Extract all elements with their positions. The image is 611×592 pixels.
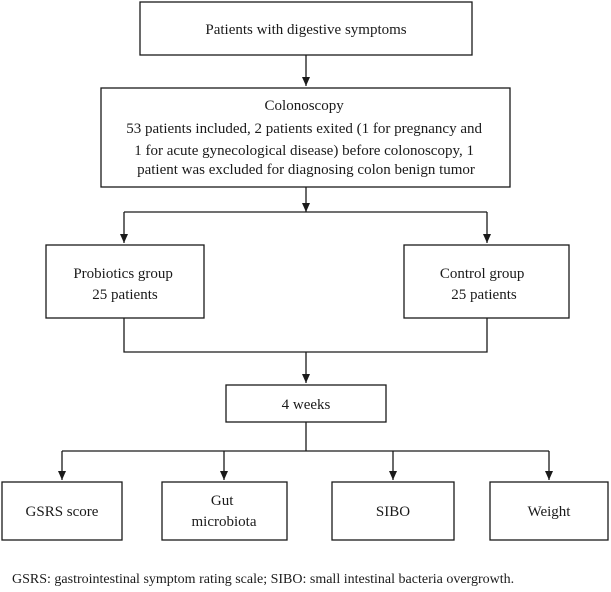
node-control-text: Control group 25 patients — [440, 266, 528, 303]
node-colonoscopy-line-2: 53 patients included, 2 patients exited … — [126, 121, 482, 137]
node-weeks-box — [225, 384, 387, 423]
node-probiotics-line-1: Probiotics group — [73, 266, 173, 282]
node-colonoscopy-text: Colonoscopy 53 patients included, 2 pati… — [126, 98, 485, 178]
node-probiotics: Probiotics group 25 patients — [45, 244, 205, 319]
node-sibo-line-1: SIBO — [376, 504, 410, 520]
node-patients-line-1: Patients with digestive symptoms — [205, 22, 406, 38]
node-gsrs-text: GSRS score — [26, 504, 99, 520]
node-colonoscopy-line-3: 1 for acute gynecological disease) befor… — [134, 143, 474, 159]
footnote: GSRS: gastrointestinal symptom rating sc… — [12, 572, 515, 587]
node-sibo: SIBO — [331, 481, 455, 541]
connectors — [58, 55, 553, 480]
node-control-box — [403, 244, 570, 319]
node-probiotics-line-2: 25 patients — [92, 287, 158, 303]
node-weight-text: Weight — [528, 504, 572, 520]
node-control: Control group 25 patients — [403, 244, 570, 319]
node-patients: Patients with digestive symptoms — [139, 1, 473, 56]
node-gut-text: Gut microbiota — [192, 493, 257, 530]
node-gut: Gut microbiota — [161, 481, 288, 541]
node-weeks-text: 4 weeks — [282, 397, 331, 413]
node-patients-text: Patients with digestive symptoms — [205, 22, 406, 38]
merge-line — [123, 318, 488, 353]
node-weight-line-1: Weight — [528, 504, 572, 520]
node-colonoscopy-box — [100, 87, 511, 188]
node-weight-box — [489, 481, 609, 541]
node-control-line-1: Control group — [440, 266, 525, 282]
node-sibo-box — [331, 481, 455, 541]
node-gut-line-2: microbiota — [192, 514, 257, 530]
node-gsrs-box — [1, 481, 123, 541]
node-weight: Weight — [489, 481, 609, 541]
node-weeks: 4 weeks — [225, 384, 387, 423]
node-gut-line-1: Gut — [211, 493, 234, 509]
node-control-line-2: 25 patients — [451, 287, 517, 303]
node-gsrs-line-1: GSRS score — [26, 504, 99, 520]
node-gsrs: GSRS score — [1, 481, 123, 541]
node-sibo-text: SIBO — [376, 504, 410, 520]
node-probiotics-text: Probiotics group 25 patients — [73, 266, 176, 303]
node-weeks-line-1: 4 weeks — [282, 397, 331, 413]
node-colonoscopy: Colonoscopy 53 patients included, 2 pati… — [100, 87, 511, 188]
node-patients-box — [139, 1, 473, 56]
node-probiotics-box — [45, 244, 205, 319]
node-gut-box — [161, 481, 288, 541]
flowchart-canvas: Patients with digestive symptoms Colonos… — [1, 1, 609, 541]
node-colonoscopy-line-4: patient was excluded for diagnosing colo… — [137, 162, 475, 178]
node-colonoscopy-line-1: Colonoscopy — [265, 98, 345, 114]
